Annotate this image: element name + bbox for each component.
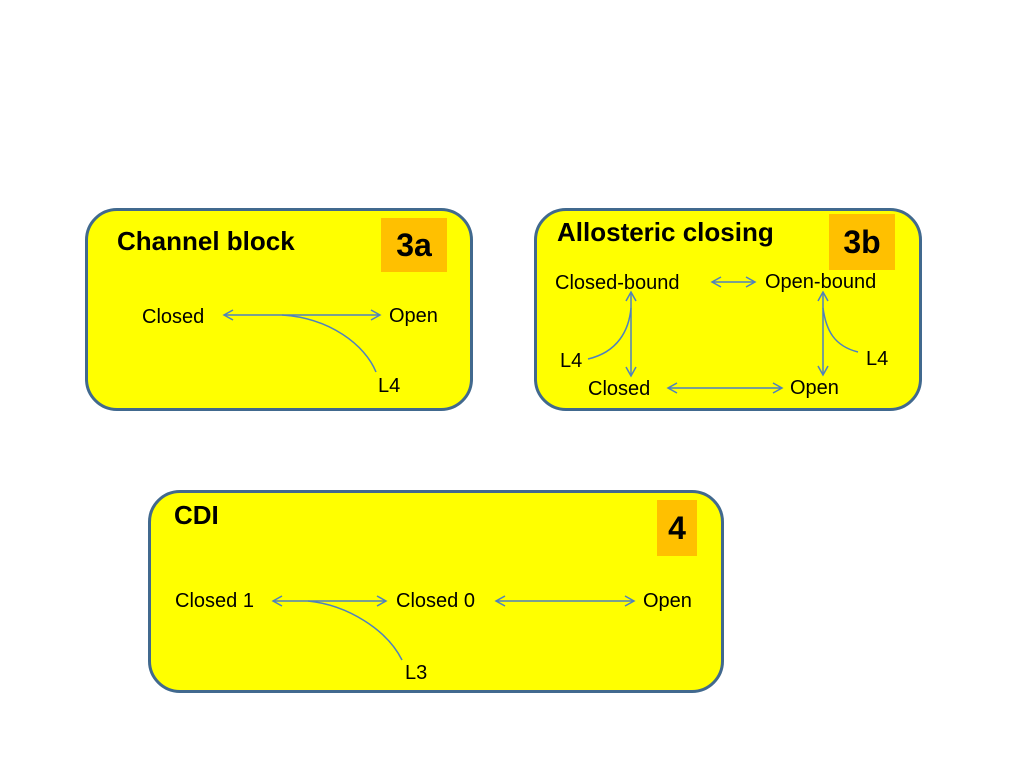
state-closed-bound-label: Closed-bound (555, 272, 680, 294)
state-open-label: Open (790, 377, 839, 399)
ligand-l4-label: L4 (378, 375, 401, 397)
state-open-bound-label: Open-bound (765, 271, 877, 293)
state-open-label: Open (389, 305, 438, 327)
badge-3a: 3a (381, 218, 447, 272)
panel-title-allosteric-closing: Allosteric closing (557, 217, 774, 247)
ligand-l4-left-label: L4 (560, 350, 583, 372)
badge-4: 4 (657, 500, 697, 556)
state-open-label: Open (643, 590, 692, 612)
state-closed-0-label: Closed 0 (396, 590, 475, 612)
state-closed-1-label: Closed 1 (175, 590, 254, 612)
panel-title-cdi: CDI (174, 500, 219, 530)
state-closed-label: Closed (142, 306, 205, 328)
ligand-l3-label: L3 (405, 662, 428, 684)
panel-title-channel-block: Channel block (117, 226, 295, 256)
ligand-l4-right-label: L4 (866, 348, 889, 370)
badge-3b: 3b (829, 214, 895, 270)
panel-cdi (148, 490, 724, 693)
state-closed-label: Closed (588, 378, 651, 400)
